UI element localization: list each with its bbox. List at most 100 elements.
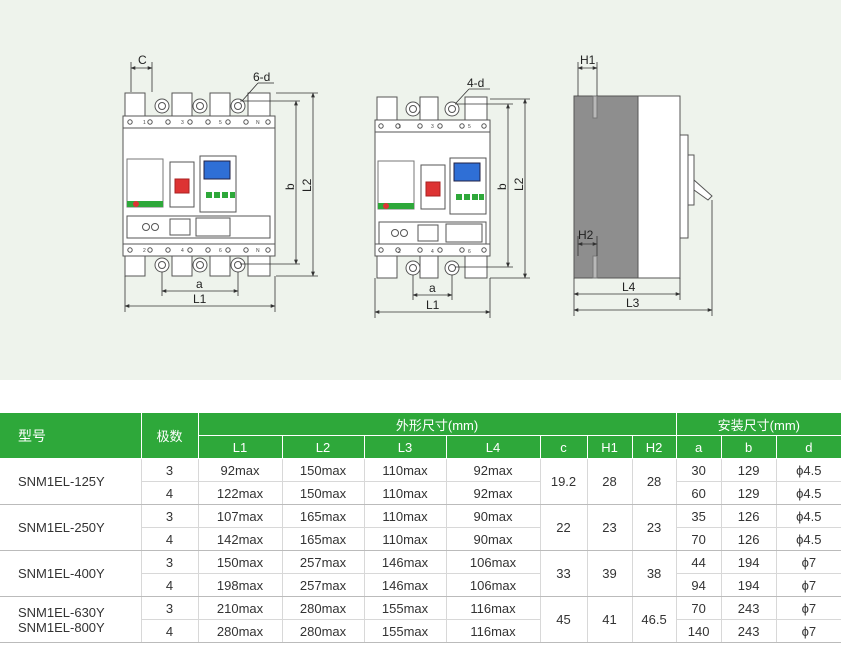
- cell-b: 243: [721, 596, 777, 620]
- header-h1: H1: [587, 435, 633, 459]
- svg-text:N: N: [256, 120, 260, 126]
- cell-h1: 28: [587, 458, 633, 505]
- cell-l2: 280max: [282, 596, 365, 620]
- cell-poles: 4: [141, 527, 199, 551]
- front3-l1-label: L1: [426, 298, 440, 312]
- cell-l3: 110max: [364, 481, 447, 505]
- side-l4-label: L4: [622, 280, 636, 294]
- cell-l1: 150max: [198, 550, 283, 574]
- cell-l4: 116max: [446, 596, 541, 620]
- cell-c: 33: [540, 550, 588, 597]
- cell-h1: 41: [587, 596, 633, 643]
- cell-b: 194: [721, 573, 777, 597]
- front4-a-label: a: [196, 277, 203, 291]
- cell-l2: 257max: [282, 573, 365, 597]
- cell-h1: 39: [587, 550, 633, 597]
- cell-a: 140: [676, 619, 722, 643]
- svg-text:1: 1: [398, 124, 401, 130]
- svg-text:3: 3: [181, 120, 184, 126]
- side-h2-label: H2: [578, 228, 594, 242]
- header-l1: L1: [198, 435, 283, 459]
- front4-c-label: C: [138, 53, 147, 67]
- header-l2: L2: [282, 435, 365, 459]
- cell-d: ϕ4.5: [776, 504, 841, 528]
- cell-a: 94: [676, 573, 722, 597]
- cell-l2: 257max: [282, 550, 365, 574]
- cell-l2: 280max: [282, 619, 365, 643]
- cell-c: 22: [540, 504, 588, 551]
- cell-h2: 38: [632, 550, 677, 597]
- cell-a: 44: [676, 550, 722, 574]
- cell-d: ϕ7: [776, 550, 841, 574]
- drawing-panel: 1 3 5 N 2 4 6 N C 6-d b L2 a L1: [0, 0, 841, 380]
- header-model: 型号: [0, 413, 142, 459]
- cell-model: SNM1EL-630Y SNM1EL-800Y: [0, 596, 142, 643]
- cell-poles: 4: [141, 481, 199, 505]
- cell-h1: 23: [587, 504, 633, 551]
- cell-l3: 110max: [364, 527, 447, 551]
- cell-d: ϕ4.5: [776, 527, 841, 551]
- cell-l2: 165max: [282, 527, 365, 551]
- header-poles: 极数: [141, 413, 199, 459]
- cell-c: 19.2: [540, 458, 588, 505]
- cell-d: ϕ7: [776, 596, 841, 620]
- header-b: b: [721, 435, 777, 459]
- svg-text:1: 1: [143, 120, 146, 126]
- front3-a-label: a: [429, 281, 436, 295]
- side-dimensions: [573, 62, 713, 316]
- side-view: [573, 95, 713, 279]
- cell-l3: 155max: [364, 619, 447, 643]
- header-a: a: [676, 435, 722, 459]
- cell-l3: 146max: [364, 550, 447, 574]
- front-view-3-pole: [374, 96, 491, 279]
- cell-l1: 198max: [198, 573, 283, 597]
- spec-table: 型号 极数 外形尺寸(mm) 安装尺寸(mm) L1 L2 L3 L4 c H1…: [0, 413, 841, 643]
- cell-poles: 4: [141, 619, 199, 643]
- dimension-drawings: 1 3 5 N 2 4 6 N C 6-d b L2 a L1: [122, 53, 713, 318]
- cell-l2: 150max: [282, 481, 365, 505]
- cell-l4: 92max: [446, 458, 541, 482]
- cell-l3: 146max: [364, 573, 447, 597]
- cell-c: 45: [540, 596, 588, 643]
- front3-l2-label: L2: [512, 177, 526, 191]
- svg-text:2: 2: [398, 249, 401, 255]
- cell-poles: 3: [141, 504, 199, 528]
- cell-a: 70: [676, 596, 722, 620]
- cell-l1: 280max: [198, 619, 283, 643]
- header-mount-group: 安装尺寸(mm): [676, 413, 841, 436]
- cell-model: SNM1EL-250Y: [0, 504, 142, 551]
- cell-poles: 3: [141, 596, 199, 620]
- front3-top-terminal-labels: 1 3 5: [398, 124, 471, 130]
- cell-l1: 210max: [198, 596, 283, 620]
- cell-l1: 122max: [198, 481, 283, 505]
- cell-model: SNM1EL-400Y: [0, 550, 142, 597]
- cell-l4: 90max: [446, 504, 541, 528]
- svg-text:3: 3: [431, 124, 434, 130]
- cell-b: 126: [721, 504, 777, 528]
- cell-l4: 106max: [446, 573, 541, 597]
- cell-b: 129: [721, 458, 777, 482]
- cell-l3: 110max: [364, 458, 447, 482]
- cell-l4: 90max: [446, 527, 541, 551]
- front4-l2-label: L2: [300, 178, 314, 192]
- cell-l1: 142max: [198, 527, 283, 551]
- svg-text:5: 5: [468, 124, 471, 130]
- cell-poles: 3: [141, 458, 199, 482]
- svg-text:6: 6: [468, 249, 471, 255]
- front3-b-label: b: [495, 183, 509, 190]
- front4-dimensions: [124, 62, 318, 312]
- side-h1-label: H1: [580, 53, 596, 67]
- cell-model: SNM1EL-125Y: [0, 458, 142, 505]
- header-l3: L3: [364, 435, 447, 459]
- side-l3-label: L3: [626, 296, 640, 310]
- front4-d-label: 6-d: [253, 70, 270, 84]
- header-outline-group: 外形尺寸(mm): [198, 413, 677, 436]
- cell-h2: 46.5: [632, 596, 677, 643]
- cell-d: ϕ4.5: [776, 458, 841, 482]
